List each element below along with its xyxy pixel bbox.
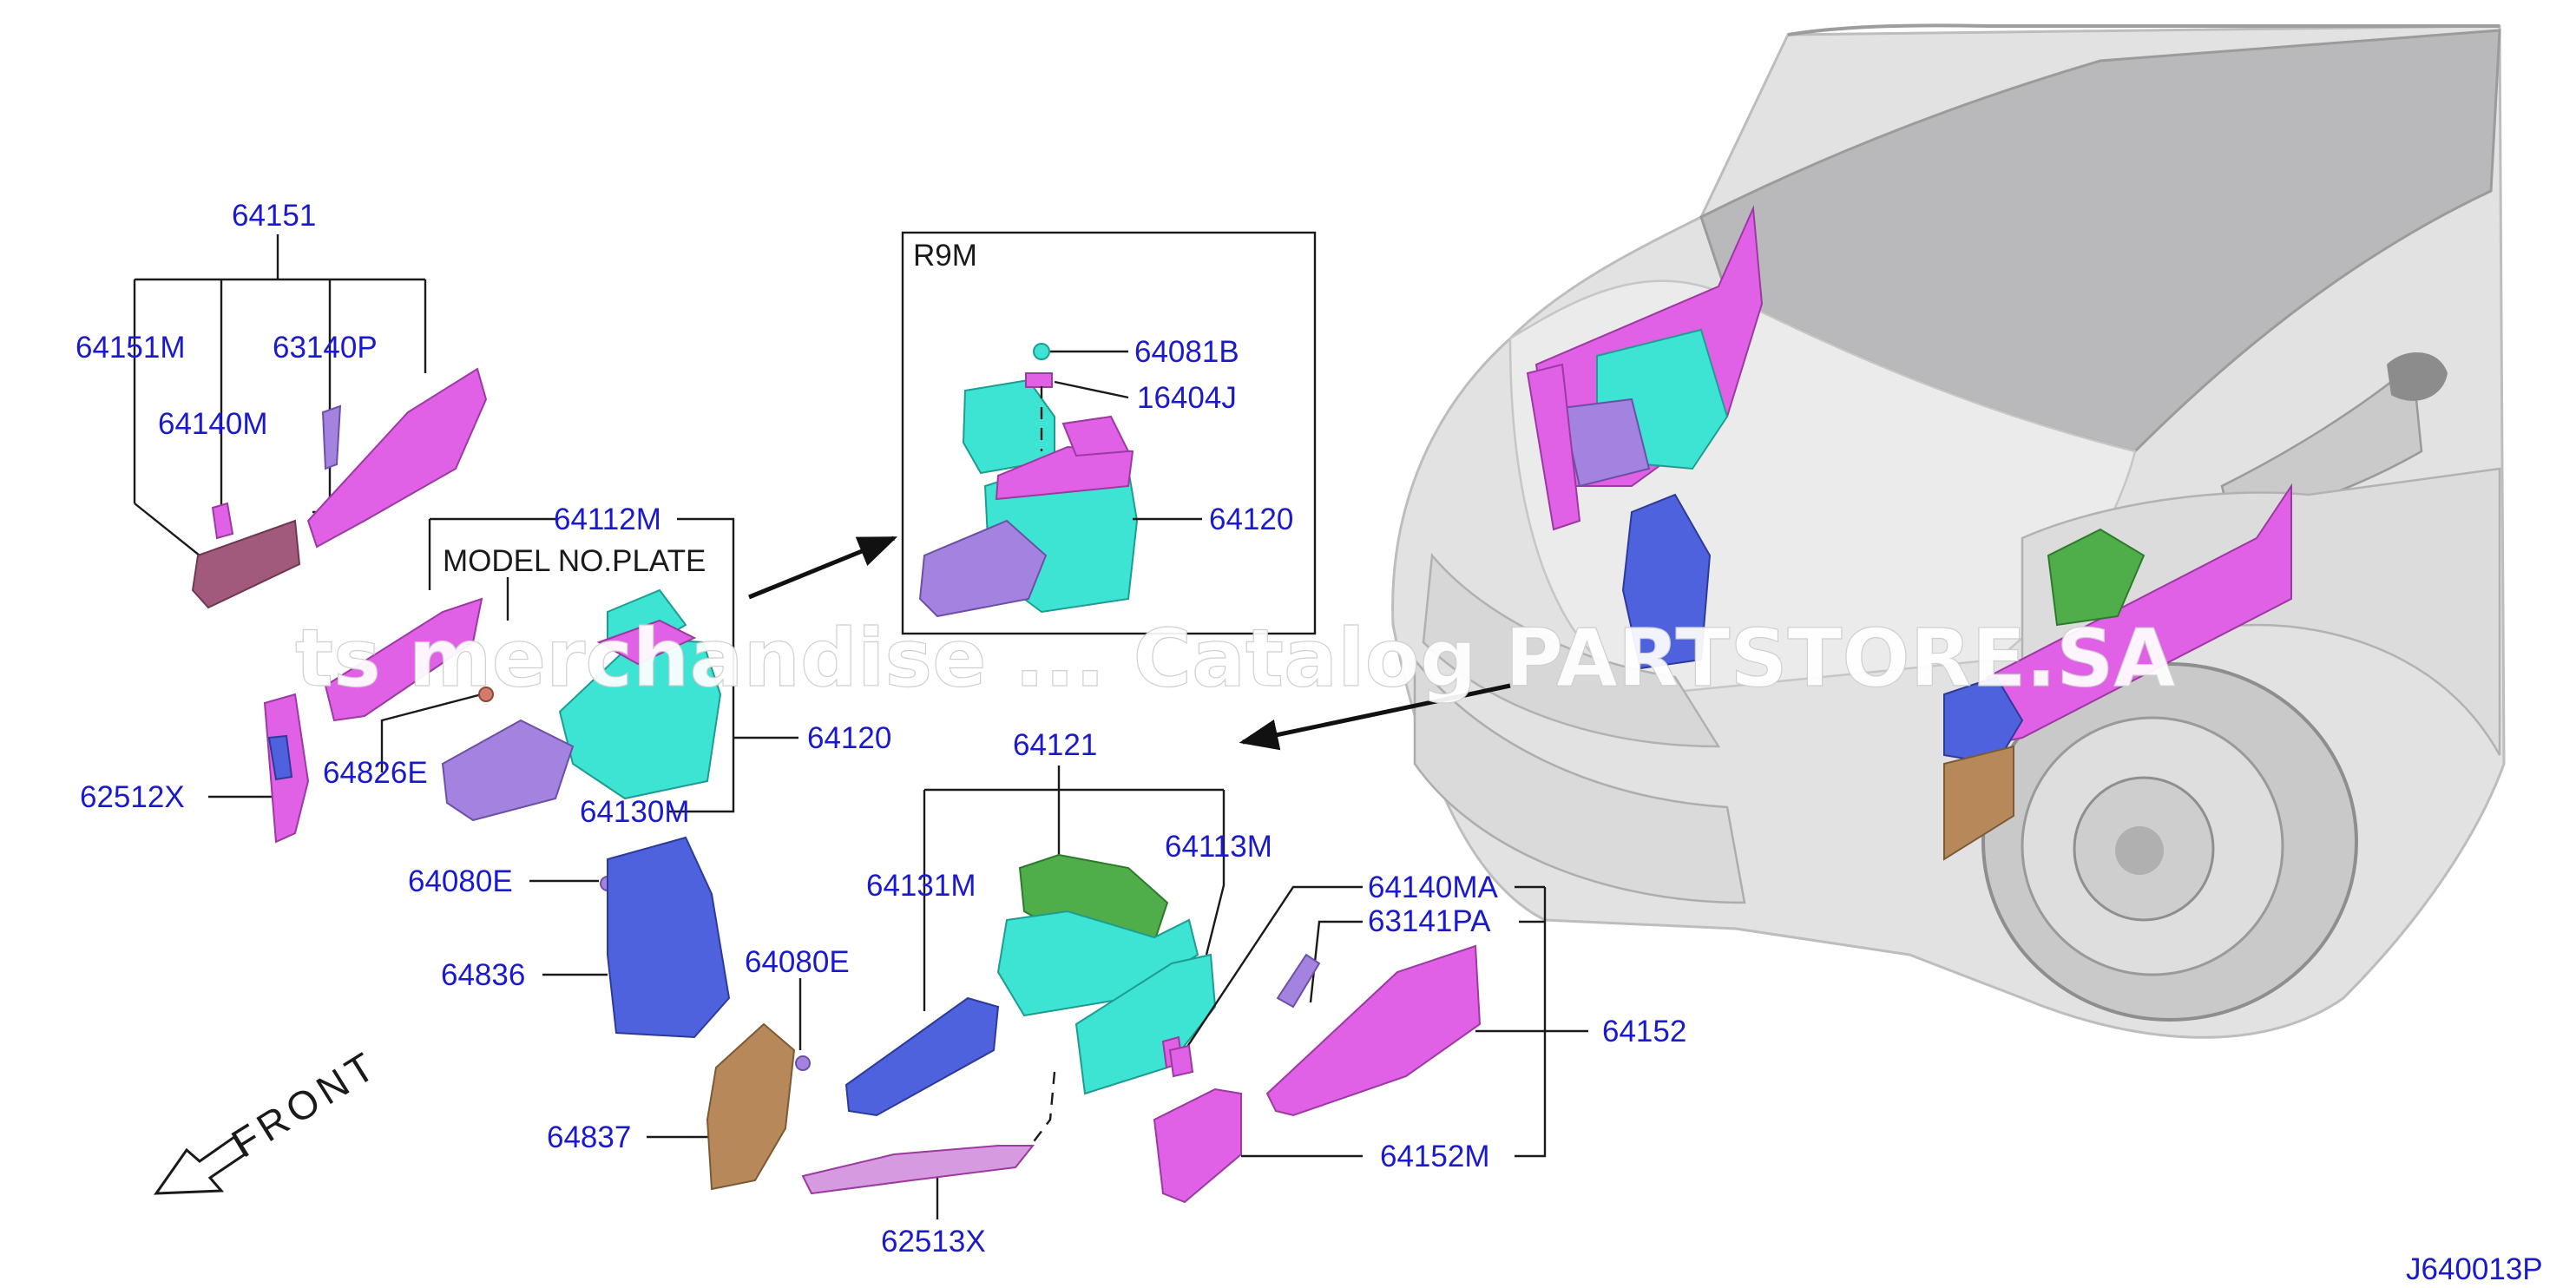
inset-part-housing — [918, 519, 1048, 618]
label-64080e-a: 64080E — [408, 864, 513, 898]
front-label: FRONT — [224, 1042, 386, 1166]
inset-part-tab — [1061, 415, 1130, 457]
car-part-housing-left — [1561, 398, 1651, 488]
leader-63141pa — [1309, 920, 1363, 1003]
part-63140p — [321, 404, 342, 470]
part-64113m — [1074, 953, 1217, 1095]
part-64837 — [706, 1022, 796, 1191]
diagram-code: J640013P — [2406, 1252, 2543, 1286]
part-64836 — [607, 836, 731, 1039]
front-arrow-icon — [154, 1134, 247, 1195]
leader-64121-dash-b — [1023, 1071, 1056, 1155]
part-64080e-b — [795, 1055, 811, 1071]
car-roof-edge — [1787, 23, 2500, 36]
inset-part-grommet — [1033, 343, 1050, 360]
bracket-64152 — [1475, 885, 1588, 1158]
label-62513x: 62513X — [881, 1225, 986, 1258]
label-64837: 64837 — [547, 1120, 631, 1154]
car-part-bracket-left — [1526, 363, 1581, 531]
label-63141pa: 63141PA — [1368, 904, 1491, 938]
leader-64826e — [380, 693, 483, 772]
part-64140m — [211, 502, 234, 540]
part-64152m — [1153, 1088, 1242, 1204]
group-64151: 64151 64151M 63140P 64140M — [76, 199, 488, 609]
group-label-64151: 64151 — [232, 199, 316, 233]
group-64121: 64121 64131M 64113M 62513X — [801, 728, 1272, 1258]
label-64140ma: 64140MA — [1368, 871, 1498, 904]
front-indicator: FRONT — [154, 1042, 386, 1195]
group-label-64121: 64121 — [1013, 728, 1097, 762]
inset-r9m: R9M 64081B 16404J 64120 — [901, 231, 1317, 635]
label-64152m: 64152M — [1380, 1140, 1489, 1173]
part-63141pa — [1276, 953, 1321, 1009]
label-16404j: 16404J — [1137, 381, 1237, 415]
leader-16404j — [1054, 380, 1129, 399]
car-bumper — [1413, 656, 1746, 904]
car-part-splash-right — [1943, 675, 2024, 766]
part-64112m-top — [596, 619, 697, 666]
vehicle-illustration — [1391, 23, 2506, 1039]
label-64130m: 64130M — [580, 795, 689, 829]
pointer-arrow-icon — [1239, 683, 1511, 751]
label-64112m: 64112M — [554, 503, 661, 536]
inset-part-tower-top — [995, 445, 1134, 501]
label-63140p: 63140P — [273, 331, 378, 365]
label-64836: 64836 — [441, 958, 525, 992]
watermark: ts merchandise ... Catalog PARTSTORE.SA — [295, 612, 2176, 705]
part-64121-tower — [996, 910, 1199, 1017]
car-part-tower-right — [2047, 528, 2146, 627]
part-64140ma — [1168, 1044, 1194, 1078]
car-part-liner-right — [1943, 745, 2014, 861]
part-62512x-clip — [267, 734, 293, 781]
group-splash-shields: 64080E 64836 64080E 64837 — [408, 836, 850, 1191]
bracket-64151 — [133, 234, 427, 512]
group-label-64152: 64152 — [1602, 1015, 1686, 1048]
label-64826e: 64826E — [323, 756, 428, 790]
car-mirror — [2387, 352, 2448, 401]
label-64113m: 64113M — [1165, 830, 1272, 864]
part-main-apron-left — [306, 367, 488, 549]
pointer-arrow-icon — [748, 536, 898, 600]
inset-title: R9M — [913, 239, 977, 273]
part-64130m — [441, 719, 575, 822]
part-64152 — [1265, 944, 1482, 1117]
car-wheel — [1981, 662, 2358, 1022]
label-model-no-plate: MODEL NO.PLATE — [443, 544, 706, 578]
leader-64140ma — [1179, 885, 1363, 1058]
part-64131m — [844, 996, 1000, 1117]
bracket-64112m — [428, 517, 735, 813]
label-62512x: 62512X — [80, 780, 185, 814]
part-64151m — [191, 519, 301, 609]
group-64112m: 64112M MODEL NO.PLATE 64120 64826E 64130… — [80, 503, 891, 844]
label-64131m: 64131M — [866, 869, 976, 903]
label-64140m: 64140M — [158, 407, 267, 441]
label-64081b: 64081B — [1134, 335, 1239, 369]
label-64120-main: 64120 — [807, 721, 891, 755]
bracket-64121 — [923, 766, 1226, 1011]
leader-64151m — [134, 503, 200, 556]
group-64152: 64140MA 63141PA 64152 64152M — [1153, 871, 1686, 1204]
part-64112m-bracket — [324, 597, 483, 722]
car-part-splash-left — [1621, 493, 1712, 670]
label-64080e-b: 64080E — [745, 945, 850, 979]
part-64826e — [478, 687, 494, 702]
inset-part-plate — [1025, 372, 1053, 388]
label-64120-inset: 64120 — [1209, 503, 1293, 536]
part-62513x — [801, 1145, 1035, 1195]
label-64151m: 64151M — [76, 331, 185, 365]
